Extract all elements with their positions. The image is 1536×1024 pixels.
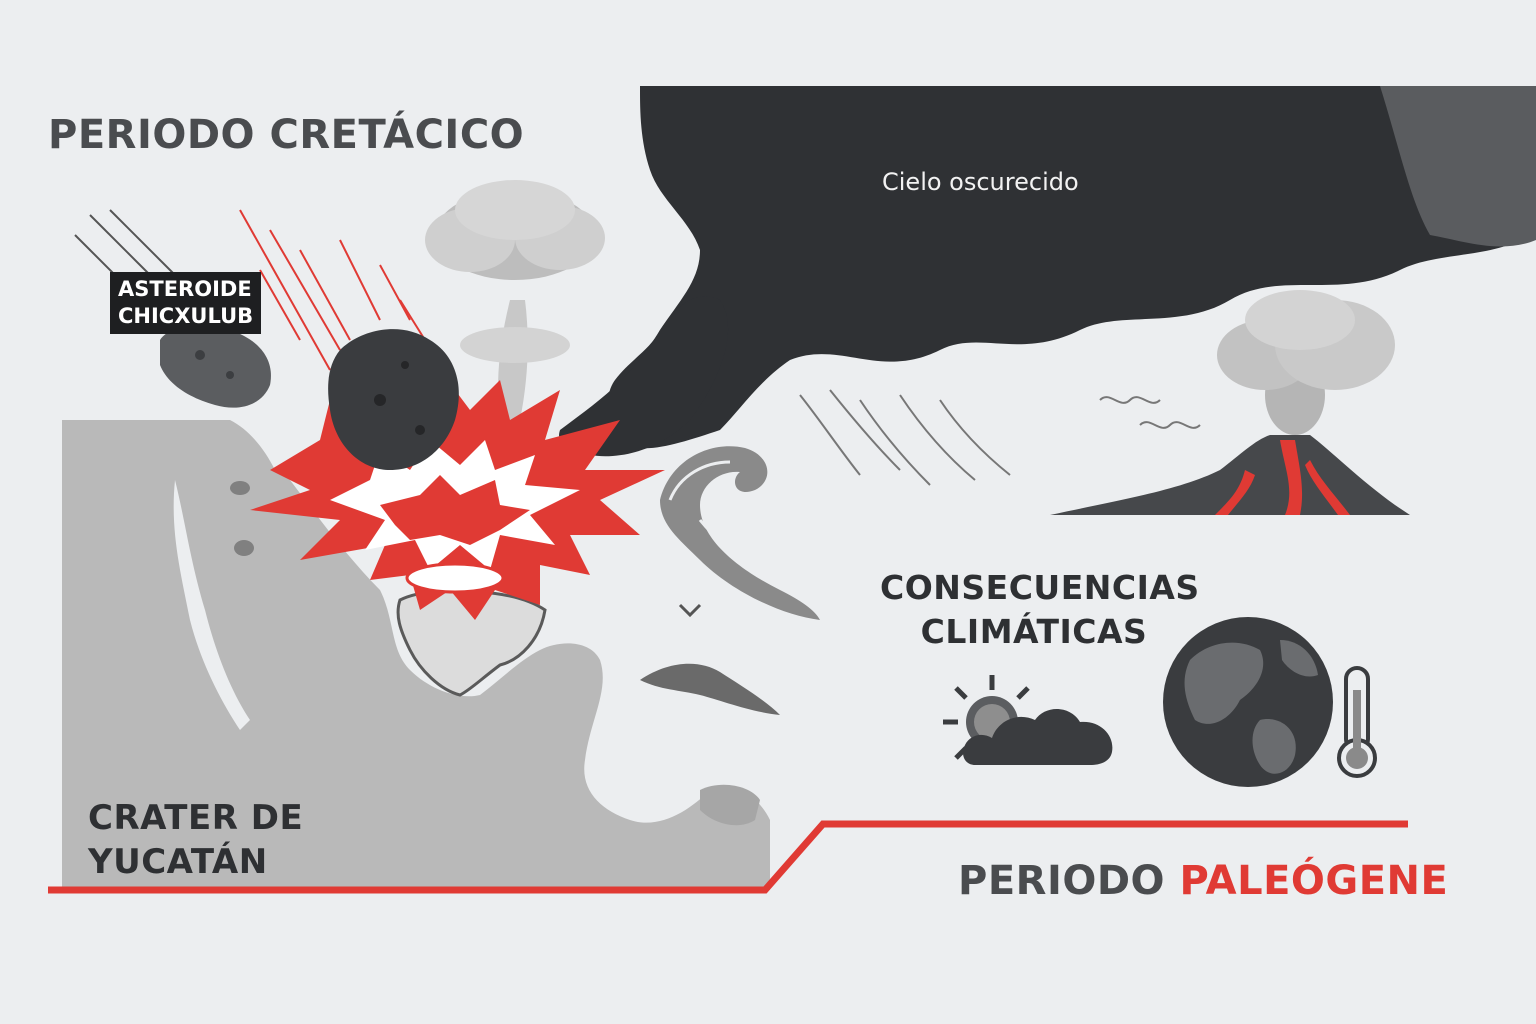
crater-label: CRATER DE YUCATÁN bbox=[88, 796, 303, 884]
crater-label-line2: YUCATÁN bbox=[88, 842, 268, 882]
large-asteroid bbox=[328, 329, 459, 470]
sun-cloud-icon bbox=[943, 675, 1113, 765]
volcano bbox=[1050, 290, 1410, 515]
asteroid-label-line1: ASTEROIDE bbox=[118, 277, 252, 301]
title-cretaceous-period: PERIODO CRETÁCICO bbox=[48, 112, 525, 158]
consequences-line1: CONSECUENCIAS bbox=[880, 568, 1200, 607]
tsunami-wave bbox=[640, 446, 820, 715]
dark-smoke-cloud bbox=[559, 86, 1536, 457]
asteroid-label: ASTEROIDE CHICXULUB bbox=[110, 272, 262, 334]
mushroom-cloud bbox=[425, 180, 605, 420]
asteroid-label-line2: CHICXULUB bbox=[118, 304, 254, 328]
paleogene-prefix: PERIODO bbox=[958, 858, 1166, 904]
climate-consequences-label: CONSECUENCIAS CLIMÁTICAS bbox=[880, 566, 1200, 654]
impact-speed-lines bbox=[239, 209, 426, 371]
thermometer-icon bbox=[1337, 666, 1377, 778]
crater-label-line1: CRATER DE bbox=[88, 798, 304, 838]
wind-lines bbox=[799, 389, 1201, 486]
consequences-line2: CLIMÁTICAS bbox=[920, 612, 1148, 651]
small-asteroid bbox=[160, 324, 271, 408]
title-paleogene-period: PERIODO PALEÓGENE bbox=[958, 858, 1448, 904]
timeline-line bbox=[48, 820, 1408, 894]
mexico-map bbox=[62, 420, 770, 890]
darkened-sky-label: Cielo oscurecido bbox=[882, 168, 1079, 196]
paleogene-accent: PALEÓGENE bbox=[1179, 858, 1449, 904]
globe-icon bbox=[1163, 617, 1333, 787]
